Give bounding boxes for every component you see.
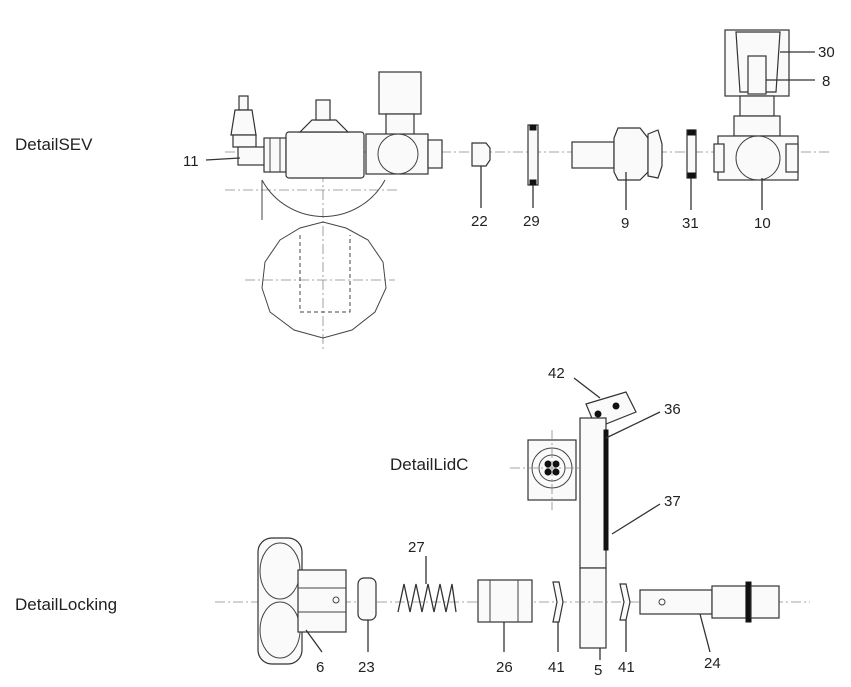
part-29-top [529, 124, 537, 131]
detail-sev-group [205, 29, 830, 350]
part-6-hub [297, 569, 347, 633]
part-label-30: 30 [818, 44, 835, 61]
sev-bonnet [385, 113, 415, 137]
detail-locking-group [215, 537, 810, 665]
leader-37 [611, 503, 661, 535]
part-42-pin-1 [594, 410, 602, 418]
leader-24 [699, 613, 711, 653]
leader-11 [205, 157, 241, 161]
part-10-neck [733, 115, 781, 137]
part-11-cap [238, 95, 249, 111]
part-label-9: 9 [621, 215, 629, 232]
part-10-left-nut [713, 143, 725, 173]
part-label-24: 24 [704, 655, 721, 672]
sev-valve-circle [377, 133, 419, 175]
part-label-36: 36 [664, 401, 681, 418]
part-24-ring [745, 581, 752, 623]
detail-lidc-group [510, 377, 661, 660]
sev-right-nut [427, 139, 443, 169]
part-31-top [687, 129, 696, 136]
sev-hidden-channel [299, 235, 351, 313]
part-41b-washer [619, 583, 631, 621]
part-5-body [579, 567, 607, 649]
part-label-23: 23 [358, 659, 375, 676]
part-36-lever [579, 417, 607, 569]
sev-body-arc [261, 179, 386, 218]
lidc-hole-3 [544, 468, 552, 476]
part-label-8: 8 [822, 73, 830, 90]
sev-body-top [298, 119, 350, 133]
leader-42 [573, 377, 601, 399]
part-29-bottom [529, 179, 537, 186]
part-10-circle [735, 135, 781, 181]
part-26-sleeve [477, 579, 533, 623]
part-6-hole [332, 596, 340, 604]
part-10-right-nut [785, 143, 799, 173]
part-11-neck [232, 134, 257, 148]
part-31-shape [686, 129, 697, 179]
part-10-bonnet [739, 95, 775, 117]
leader-6 [305, 629, 323, 653]
part-11-stem [230, 109, 257, 136]
part-label-5: 5 [594, 662, 602, 679]
part-9-shank [571, 141, 615, 169]
part-label-27: 27 [408, 539, 425, 556]
part-label-11: 11 [183, 153, 199, 170]
part-label-6: 6 [316, 659, 324, 676]
sev-handwheel [378, 71, 422, 115]
part-label-37: 37 [664, 493, 681, 510]
sev-valve-body [285, 131, 365, 179]
sev-top-stub [315, 99, 331, 121]
part-label-10: 10 [754, 215, 771, 232]
lidc-hole-4 [552, 468, 560, 476]
part-27-spring [397, 583, 457, 613]
part-label-31: 31 [682, 215, 699, 232]
part-42-pin-2 [612, 402, 620, 410]
section-label-lidc: DetailLidC [390, 455, 468, 474]
leader-36 [605, 411, 661, 439]
section-label-locking: DetailLocking [15, 595, 117, 614]
section-label-sev: DetailSEV [15, 135, 93, 154]
part-9-nut [647, 129, 663, 179]
part-29-shape [527, 124, 539, 186]
part-24-hole [658, 598, 666, 606]
lidc-hole-2 [552, 460, 560, 468]
part-9-head [613, 127, 649, 181]
part-24-end [750, 585, 780, 619]
part-31-bottom [687, 172, 696, 179]
part-label-41-left: 41 [548, 659, 565, 676]
sev-polygon-body [261, 221, 387, 339]
lidc-hole-1 [544, 460, 552, 468]
part-23-bushing [357, 577, 377, 621]
part-11-nut [263, 137, 287, 173]
part-label-29: 29 [523, 213, 540, 230]
part-24-collar [711, 585, 747, 619]
part-41a-washer [552, 581, 564, 623]
part-label-26: 26 [496, 659, 513, 676]
part-label-42: 42 [548, 365, 565, 382]
part-37-strip [603, 429, 609, 551]
part-22-shape [471, 142, 491, 167]
part-label-22: 22 [471, 213, 488, 230]
part-24-shaft [639, 589, 713, 615]
part-label-41-right: 41 [618, 659, 635, 676]
part-8-insert [747, 55, 767, 95]
sev-valve-housing [365, 133, 429, 175]
part-6-knob [257, 537, 303, 665]
